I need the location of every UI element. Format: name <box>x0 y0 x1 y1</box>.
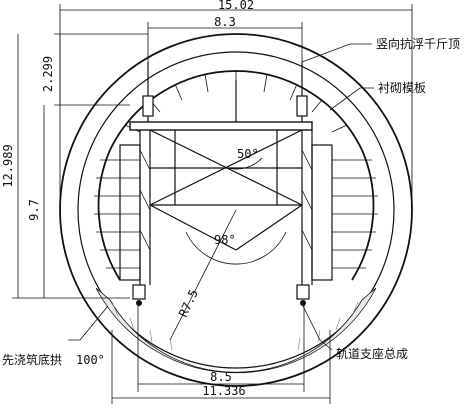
right-side-formwork <box>351 149 375 281</box>
callout-leader-jack <box>301 43 372 63</box>
upper-angle-label: 50° <box>237 147 259 161</box>
dim-bottom-width-inner-label: 8.5 <box>210 370 232 384</box>
callout-leader-invert <box>68 305 109 341</box>
dim-overall-height <box>12 34 130 299</box>
callout-leader-rail <box>302 305 333 351</box>
invert-concrete <box>95 287 377 374</box>
right-side-ribs <box>332 159 378 269</box>
gantry-frame <box>139 129 313 285</box>
rail-support-right <box>296 284 310 300</box>
lower-angle-label: 98° <box>214 233 236 247</box>
rail-support-left <box>132 284 146 300</box>
radius-line <box>169 209 237 341</box>
dim-overall-width-label: 15.02 <box>218 0 254 12</box>
dim-bottom-width-outer-label: 11.336 <box>202 384 245 398</box>
right-column <box>311 144 333 281</box>
upper-angle-arc <box>227 157 263 170</box>
dim-top-height-label: 2.299 <box>41 56 55 92</box>
callout-invert-first: 先浇筑底拱 <box>2 352 62 367</box>
callout-leader-formwork <box>329 87 374 111</box>
left-column <box>119 144 141 281</box>
gantry-bracing <box>139 149 313 251</box>
dim-bottom-width-inner <box>137 300 305 392</box>
vertical-jack-right <box>296 95 308 117</box>
dim-top-width <box>147 22 303 62</box>
dim-top-height <box>54 33 148 106</box>
dim-inner-height-label: 9.7 <box>27 199 41 221</box>
callout-lining-formwork: 衬砌模板 <box>378 81 426 95</box>
inner-lining-ring <box>77 51 395 369</box>
callout-invert-angle: 100° <box>76 353 105 367</box>
invert-hatch <box>111 301 359 351</box>
left-side-formwork <box>97 149 121 281</box>
top-beam <box>129 121 313 131</box>
rail-wheel-left <box>136 300 142 306</box>
dim-overall-height-label: 12.989 <box>1 144 15 187</box>
callout-vertical-jack: 竖向抗浮千斤顶 <box>376 36 460 51</box>
radius-label: R7.5 <box>176 287 201 319</box>
dim-top-width-label: 8.3 <box>214 15 236 29</box>
callout-rail-support: 轨道支座总成 <box>336 346 408 361</box>
lower-angle-arc <box>185 231 287 265</box>
dim-bottom-width-outer <box>111 330 331 404</box>
rail-wheel-right <box>300 300 306 306</box>
vertical-jack-left <box>142 95 154 117</box>
